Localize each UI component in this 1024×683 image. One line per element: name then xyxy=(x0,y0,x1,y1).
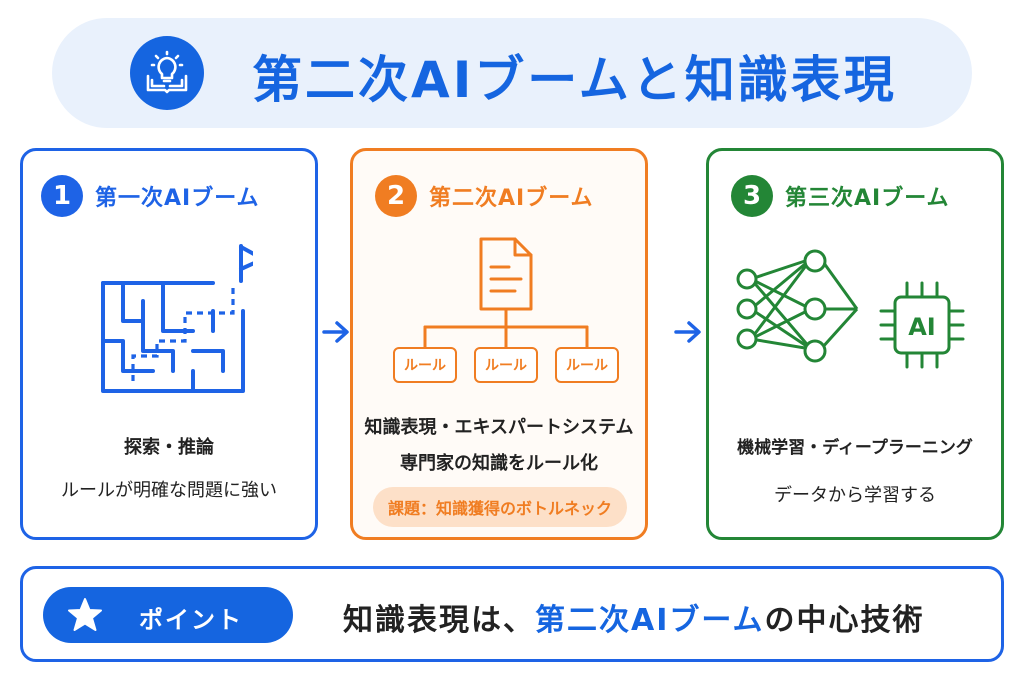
ai-chip-icon xyxy=(879,281,965,369)
step-number-2: 2 xyxy=(375,175,417,217)
card-title: 第三次AIブーム xyxy=(785,186,950,211)
card-line-2: 専門家の知識をルール化 xyxy=(400,453,598,474)
card-line-2: ルールが明確な問題に強い xyxy=(61,480,277,501)
rule-box: ルール xyxy=(555,347,619,383)
card-line-1: 知識表現・エキスパートシステム xyxy=(364,417,634,438)
summary-post: の中心技術 xyxy=(764,603,925,638)
lightbulb-book-icon xyxy=(130,36,204,110)
title-banner: 第二次AIブームと知識表現 xyxy=(52,18,972,128)
point-label: ポイント xyxy=(139,606,243,634)
card-second-boom: 2 第二次AIブーム ルール ルール ルール 知識表現・エキスパートシステム 専… xyxy=(350,148,648,540)
maze-flag-icon xyxy=(101,244,253,393)
arrow-right-icon xyxy=(322,321,349,343)
card-title: 第二次AIブーム xyxy=(429,186,594,211)
page-title: 第二次AIブームと知識表現 xyxy=(252,51,897,109)
star-icon xyxy=(68,598,102,631)
neural-network-icon xyxy=(736,249,859,363)
summary-text: 知識表現は、第二次AIブームの中心技術 xyxy=(343,595,924,639)
card-line-1: 探索・推論 xyxy=(124,437,214,458)
card-title: 第一次AIブーム xyxy=(95,186,260,211)
rule-box: ルール xyxy=(474,347,538,383)
summary-pre: 知識表現は、 xyxy=(343,603,535,638)
card-first-boom: 1 第一次AIブーム 探索・推論 ルールが明確な問題に強い xyxy=(20,148,318,540)
point-badge: ポイント xyxy=(43,587,293,643)
card-line-1: 機械学習・ディープラーニング xyxy=(737,438,973,458)
document-rule-tree-icon xyxy=(423,237,589,347)
ai-chip-label: AI xyxy=(908,313,936,341)
step-number-1: 1 xyxy=(41,175,83,217)
arrow-right-icon xyxy=(674,321,701,343)
card-third-boom: 3 第三次AIブーム AI 機械学習・ディープラーニング データから学習する xyxy=(706,148,1004,540)
issue-badge: 課題：知識獲得のボトルネック xyxy=(373,487,627,527)
summary-highlight: 第二次AIブーム xyxy=(535,603,765,638)
card-line-2: データから学習する xyxy=(774,485,936,506)
point-panel: ポイント 知識表現は、第二次AIブームの中心技術 xyxy=(20,566,1004,662)
rule-box: ルール xyxy=(393,347,457,383)
step-number-3: 3 xyxy=(731,175,773,217)
